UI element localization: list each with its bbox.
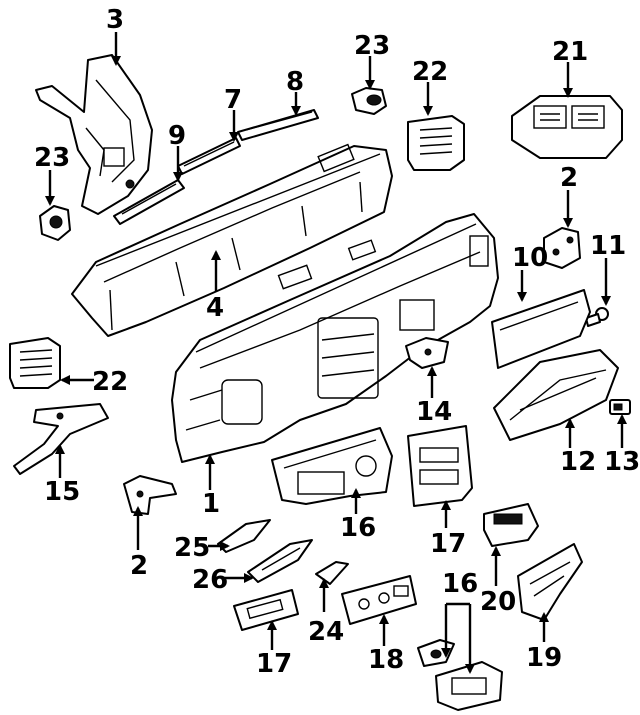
callout-18: 18 (368, 645, 404, 675)
part-22-vent-left (9, 337, 61, 389)
callout-3: 3 (106, 5, 124, 35)
callout-12: 14 (416, 397, 452, 427)
callout-8: 10 (512, 243, 548, 273)
callout-21: 21 (552, 37, 588, 67)
part-10-screw (585, 307, 609, 327)
callout-20: 20 (480, 587, 516, 617)
callout-labels: 3 7 8 9 4 23 23 22 21 2 10 11 22 14 15 1… (34, 5, 640, 679)
part-22-vent-top (407, 115, 465, 171)
part-20-ashtray (483, 503, 539, 547)
part-21-control-housing (511, 95, 623, 159)
callout-6: 8 (286, 67, 304, 97)
part-4-dash-pad (71, 143, 393, 337)
part-19-trim-panel (517, 543, 583, 621)
callout-15: 17 (430, 529, 466, 559)
callout-2-right: 2 (560, 163, 578, 193)
callout-7: 9 (168, 121, 186, 151)
part-23-knob-top (351, 87, 387, 115)
part-6-grille (237, 109, 319, 141)
leader-lines (45, 32, 627, 674)
part-2-bracket-right (543, 227, 581, 269)
callout-26: 26 (192, 565, 228, 595)
callout-22-top: 22 (412, 57, 448, 87)
part-17-switch-panel (233, 589, 299, 631)
part-2-bracket-left (123, 475, 177, 515)
callout-23-top: 23 (354, 31, 390, 61)
callout-5: 7 (224, 85, 242, 115)
part-8-panel (491, 289, 591, 369)
callout-22-left: 22 (92, 367, 128, 397)
callout-17: 17 (256, 649, 292, 679)
part-23-knob-left (39, 205, 71, 241)
callout-4: 4 (206, 293, 224, 323)
part-5-grille (177, 137, 241, 175)
callout-10: 11 (590, 231, 626, 261)
part-24-bracket (315, 561, 349, 585)
callout-14: 16 (340, 513, 376, 543)
part-7-grille (113, 179, 185, 225)
part-11-latch (609, 399, 631, 415)
part-13-brace (13, 403, 109, 475)
callout-9: 12 (560, 447, 596, 477)
callout-11: 13 (604, 447, 640, 477)
part-26-trim (247, 539, 313, 583)
part-18-control-panel (341, 575, 417, 625)
part-3-support-bracket (35, 54, 153, 215)
callout-2-left: 2 (130, 551, 148, 581)
callout-23-left: 23 (34, 143, 70, 173)
part-9-glove-box (493, 349, 619, 441)
part-12-bracket (405, 337, 449, 369)
callout-1: 1 (202, 489, 220, 519)
part-16-assembly (417, 639, 503, 711)
callout-16-label: 16 (442, 569, 478, 599)
callout-25: 25 (174, 533, 210, 563)
part-1-instrument-panel (171, 213, 499, 463)
part-14-cluster-bezel (271, 427, 393, 505)
callout-19: 19 (526, 643, 562, 673)
callout-13: 15 (44, 477, 80, 507)
part-15-radio-bezel (407, 425, 473, 507)
defroster-grilles (113, 109, 319, 225)
callout-24-label: 24 (308, 617, 344, 647)
